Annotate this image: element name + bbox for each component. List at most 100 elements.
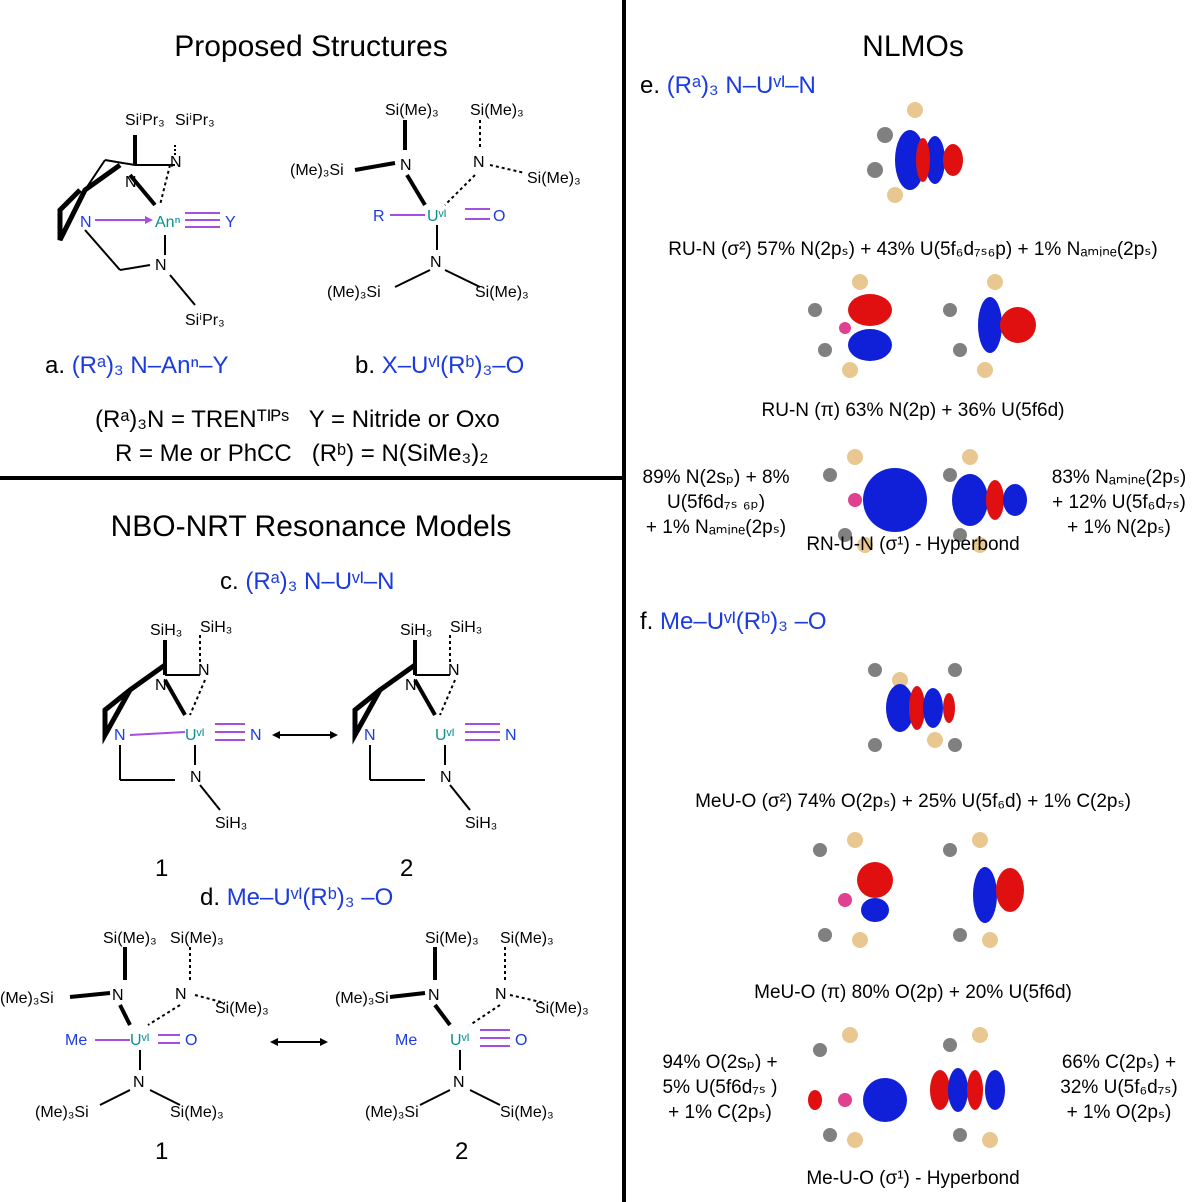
atom-o-b: O bbox=[493, 208, 505, 225]
d2-n-b: N bbox=[495, 986, 507, 1003]
orbital-f-pi bbox=[813, 832, 1024, 948]
atom-r: R bbox=[373, 208, 385, 225]
c1-n-c: N bbox=[190, 769, 202, 786]
c2-n-amine: N bbox=[364, 727, 376, 744]
d1-n-a: N bbox=[112, 987, 124, 1004]
resonance-c-1: SiH₃ SiH₃ N N N Uᵛᴵ N N SiH₃ bbox=[102, 619, 262, 832]
atom-si-b3: (Me)₃Si bbox=[290, 162, 344, 179]
e-hyper-right-line2: + 12% U(5f₆d₇ₛ) bbox=[1052, 492, 1186, 513]
nbo-nrt-title: NBO-NRT Resonance Models bbox=[110, 510, 512, 543]
label-a-prefix: a. bbox=[45, 352, 66, 379]
c1-number: 1 bbox=[155, 855, 169, 882]
atom-n-3: N bbox=[155, 257, 167, 274]
orbital-e-pi bbox=[808, 274, 1036, 378]
atom-si-b1: Si(Me)₃ bbox=[385, 102, 439, 119]
d2-sime3-c: Si(Me)₃ bbox=[535, 1000, 589, 1017]
f-hyper-left-line2: 5% U(5f6d₇ₛ ) bbox=[662, 1077, 778, 1098]
f-hyper-right-line2: 32% U(5f₆d₇ₛ) bbox=[1060, 1077, 1178, 1098]
c2-number: 2 bbox=[400, 855, 414, 882]
d2-sime3-a: Si(Me)₃ bbox=[425, 930, 479, 947]
atom-n-b3: N bbox=[430, 254, 442, 271]
label-e-formula: (Rᵃ)₃ N–Uᵛᴵ–N bbox=[666, 72, 816, 99]
label-c-formula: (Rᵃ)₃ N–Uᵛᴵ–N bbox=[245, 568, 395, 595]
c1-sih3-a: SiH₃ bbox=[150, 622, 182, 639]
def-r: R = Me or PhCC bbox=[115, 440, 292, 467]
atom-si-3: SiⁱPr₃ bbox=[185, 312, 225, 329]
d1-n-b: N bbox=[175, 986, 187, 1003]
c2-n-terminal: N bbox=[505, 727, 517, 744]
resonance-c-2: SiH₃ SiH₃ N N N Uᵛᴵ N N SiH₃ bbox=[352, 619, 517, 832]
c1-n-amine: N bbox=[114, 727, 126, 744]
atom-si-b5: (Me)₃Si bbox=[327, 284, 381, 301]
caption-f-hyper: Me-U-O (σ¹) - Hyperbond bbox=[806, 1168, 1020, 1189]
caption-e-sigma2: RU-N (σ²) 57% N(2pₛ) + 43% U(5f₆d₇ₛ₆p) +… bbox=[668, 239, 1158, 260]
atom-si-b2: Si(Me)₃ bbox=[470, 102, 524, 119]
d1-me3si-b: (Me)₃Si bbox=[35, 1104, 89, 1121]
d2-sime3-b: Si(Me)₃ bbox=[500, 930, 554, 947]
f-hyper-right-line1: 66% C(2pₛ) + bbox=[1061, 1052, 1177, 1073]
caption-f-hyper-right: 66% C(2pₛ) + 32% U(5f₆d₇ₛ) + 1% O(2pₛ) bbox=[1040, 1050, 1198, 1125]
c2-u: Uᵛᴵ bbox=[435, 727, 454, 744]
d1-u: Uᵛᴵ bbox=[130, 1032, 149, 1049]
label-c-prefix: c. bbox=[220, 568, 239, 595]
atom-an: Anⁿ bbox=[155, 214, 181, 231]
d2-number: 2 bbox=[455, 1138, 469, 1165]
resonance-d-2: Si(Me)₃ Si(Me)₃ (Me)₃Si N N Si(Me)₃ Me U… bbox=[335, 930, 589, 1121]
d1-o: O bbox=[185, 1032, 197, 1049]
structure-b: Si(Me)₃ Si(Me)₃ (Me)₃Si N N Si(Me)₃ R Uᵛ… bbox=[290, 102, 581, 301]
label-b-formula: X–Uᵛᴵ(Rᵇ)₃–O bbox=[381, 352, 525, 379]
orbital-e-hyper bbox=[823, 449, 1027, 553]
label-f-prefix: f. bbox=[640, 608, 654, 635]
c1-n-a: N bbox=[155, 677, 167, 694]
structure-a: SiⁱPr₃ SiⁱPr₃ N N N Anⁿ Y N SiⁱPr₃ bbox=[57, 112, 236, 329]
label-a-formula: (Rᵃ)₃ N–Anⁿ–Y bbox=[71, 352, 229, 379]
atom-si-1: SiⁱPr₃ bbox=[125, 112, 165, 129]
def-ra: (Rᵃ)₃N = TRENᵀᴵᴾˢ bbox=[95, 406, 290, 433]
orbital-e-sigma2 bbox=[867, 102, 963, 203]
f-hyper-left-line1: 94% O(2sₚ) + bbox=[662, 1052, 778, 1073]
orbital-f-sigma2 bbox=[868, 663, 962, 752]
atom-n-b2: N bbox=[473, 154, 485, 171]
caption-f-hyper-left: 94% O(2sₚ) + 5% U(5f6d₇ₛ ) + 1% C(2pₛ) bbox=[640, 1050, 800, 1125]
c1-sih3-b: SiH₃ bbox=[200, 619, 232, 636]
c2-sih3-c: SiH₃ bbox=[465, 815, 497, 832]
d2-sime3-d: Si(Me)₃ bbox=[500, 1104, 554, 1121]
label-a: a. (Rᵃ)₃ N–Anⁿ–Y bbox=[45, 352, 229, 380]
d2-u: Uᵛᴵ bbox=[450, 1032, 469, 1049]
d1-n-c: N bbox=[133, 1074, 145, 1091]
label-c: c. (Rᵃ)₃ N–Uᵛᴵ–N bbox=[220, 568, 394, 596]
caption-e-hyper: RN-U-N (σ¹) - Hyperbond bbox=[806, 534, 1020, 555]
d2-n-a: N bbox=[428, 987, 440, 1004]
label-d-formula: Me–Uᵛᴵ(Rᵇ)₃ –O bbox=[226, 884, 394, 911]
e-hyper-left-line2: U(5f6d₇ₛ ₆ₚ) bbox=[666, 492, 766, 513]
c2-sih3-b: SiH₃ bbox=[450, 619, 482, 636]
c2-n-c: N bbox=[440, 769, 452, 786]
caption-e-pi: RU-N (π) 63% N(2p) + 36% U(5f6d) bbox=[761, 400, 1065, 421]
atom-n-2: N bbox=[170, 154, 182, 171]
d1-me: Me bbox=[65, 1032, 87, 1049]
def-rb: (Rᵇ) = N(SiMe₃)₂ bbox=[311, 440, 489, 467]
d1-number: 1 bbox=[155, 1138, 169, 1165]
d1-sime3-b: Si(Me)₃ bbox=[170, 930, 224, 947]
label-e: e. (Rᵃ)₃ N–Uᵛᴵ–N bbox=[640, 72, 816, 100]
resonance-d-1: Si(Me)₃ Si(Me)₃ (Me)₃Si N N Si(Me)₃ Me U… bbox=[0, 930, 269, 1121]
caption-e-hyper-right: 83% Nₐₘᵢₙₑ(2pₛ) + 12% U(5f₆d₇ₛ) + 1% N(2… bbox=[1040, 465, 1198, 540]
caption-f-sigma2: MeU-O (σ²) 74% O(2pₛ) + 25% U(5f₆d) + 1%… bbox=[695, 791, 1131, 812]
d2-n-c: N bbox=[453, 1074, 465, 1091]
c1-n-b: N bbox=[198, 662, 210, 679]
e-hyper-right-line1: 83% Nₐₘᵢₙₑ(2pₛ) bbox=[1051, 467, 1187, 488]
definition-line-2: R = Me or PhCC (Rᵇ) = N(SiMe₃)₂ bbox=[115, 440, 489, 468]
caption-f-pi: MeU-O (π) 80% O(2p) + 20% U(5f6d) bbox=[754, 982, 1072, 1003]
e-hyper-right-line3: + 1% N(2pₛ) bbox=[1067, 517, 1171, 538]
atom-n-amine: N bbox=[80, 214, 92, 231]
label-d: d. Me–Uᵛᴵ(Rᵇ)₃ –O bbox=[200, 884, 393, 912]
d2-o: O bbox=[515, 1032, 527, 1049]
label-d-prefix: d. bbox=[200, 884, 221, 911]
resonance-d: Si(Me)₃ Si(Me)₃ (Me)₃Si N N Si(Me)₃ Me U… bbox=[0, 930, 589, 1121]
f-hyper-right-line3: + 1% O(2pₛ) bbox=[1066, 1102, 1172, 1123]
label-e-prefix: e. bbox=[640, 72, 661, 99]
atom-n-b1: N bbox=[400, 157, 412, 174]
c2-n-b: N bbox=[448, 662, 460, 679]
vertical-divider bbox=[622, 0, 626, 1202]
f-hyper-left-line3: + 1% C(2pₛ) bbox=[668, 1102, 772, 1123]
